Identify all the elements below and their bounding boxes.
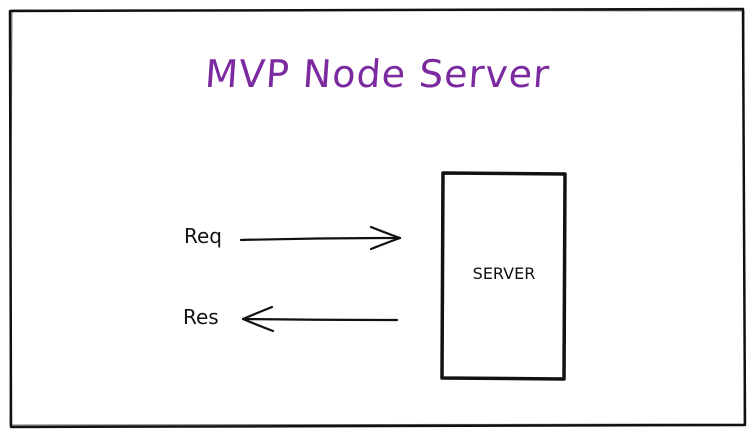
- response-arrow: [241, 305, 399, 333]
- request-label: Req: [184, 224, 222, 248]
- server-box: [440, 171, 567, 381]
- response-label: Res: [183, 305, 219, 329]
- page-title: MVP Node Server: [203, 52, 552, 96]
- request-arrow: [239, 225, 402, 251]
- outer-border-sketch: [9, 9, 745, 426]
- server-label: SERVER: [472, 264, 536, 283]
